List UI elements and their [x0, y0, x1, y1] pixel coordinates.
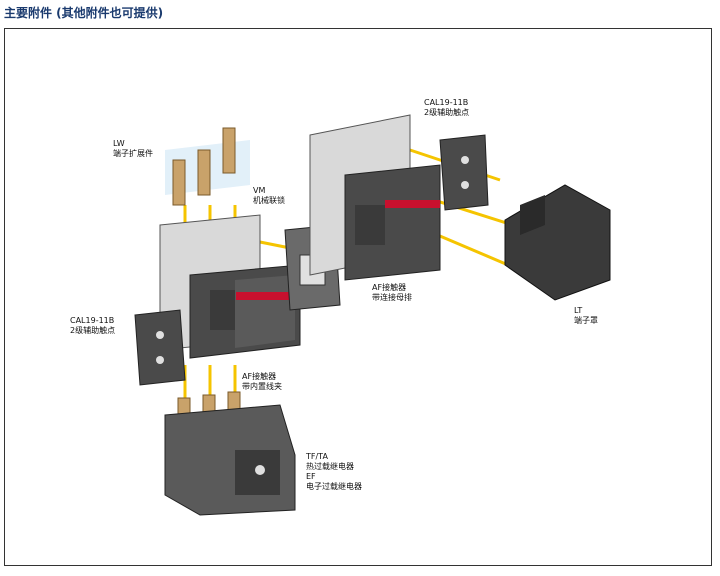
label-af-clamp: AF接触器 带内置线夹 — [242, 372, 282, 392]
label-lw-code: LW — [113, 139, 125, 148]
label-tf-ef: TF/TA 热过载继电器 EF 电子过载继电器 — [306, 452, 362, 492]
page-title: 主要附件 (其他附件也可提供) — [4, 6, 164, 20]
label-lt-name: 端子罩 — [574, 316, 598, 325]
label-vm: VM 机械联锁 — [253, 186, 285, 206]
overload-relay-tf-ef — [164, 391, 296, 516]
label-cal-top-name: 2级辅助触点 — [424, 108, 470, 117]
label-tf-line1: TF/TA — [306, 452, 328, 461]
label-tf-line2: 热过载继电器 — [306, 462, 354, 471]
label-cal-top: CAL19-11B 2级辅助触点 — [424, 98, 469, 118]
label-tf-line3: EF — [306, 472, 316, 481]
label-cal-left-code: CAL19-11B — [70, 316, 115, 325]
af-contactor-left — [159, 214, 301, 359]
label-lw: LW 端子扩展件 — [113, 139, 153, 159]
label-lt-code: LT — [574, 306, 583, 315]
label-tf-line4: 电子过载继电器 — [306, 482, 362, 491]
label-vm-code: VM — [253, 186, 266, 195]
label-af-busbar-line1: AF接触器 — [372, 283, 407, 292]
label-lw-name: 端子扩展件 — [113, 149, 153, 158]
label-af-busbar: AF接触器 带连接母排 — [372, 283, 412, 303]
aux-contact-cal-top — [439, 134, 489, 211]
label-cal-top-code: CAL19-11B — [424, 98, 469, 107]
label-af-clamp-line1: AF接触器 — [242, 372, 277, 381]
af-contactor-right — [309, 114, 441, 281]
label-lt: LT 端子罩 — [574, 306, 598, 326]
terminal-extension-lw — [165, 127, 250, 206]
label-vm-name: 机械联锁 — [253, 196, 285, 205]
diagram-frame — [4, 28, 712, 566]
aux-contact-cal-left — [134, 309, 186, 386]
label-af-clamp-line2: 带内置线夹 — [242, 382, 282, 391]
label-cal-left: CAL19-11B 2级辅助触点 — [70, 316, 115, 336]
label-cal-left-name: 2级辅助触点 — [70, 326, 116, 335]
label-af-busbar-line2: 带连接母排 — [372, 293, 412, 302]
terminal-cover-lt — [504, 184, 611, 301]
